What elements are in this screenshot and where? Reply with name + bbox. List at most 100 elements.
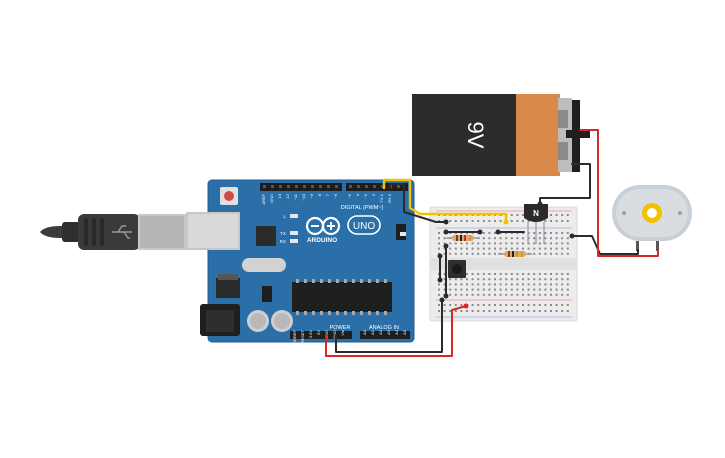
pin-label: 4: [355, 193, 360, 196]
resistor-1[interactable]: [446, 235, 480, 241]
breadboard-hole: [566, 252, 569, 255]
breadboard-hole: [449, 304, 452, 306]
breadboard-hole: [488, 310, 491, 312]
breadboard-hole: [494, 252, 496, 255]
wire-red: [579, 129, 659, 257]
breadboard-hole: [477, 252, 480, 255]
arduino-uno-board[interactable]: ARDUINO UNO DIGITAL (PWM~) POWER ANALOG …: [186, 179, 415, 343]
breadboard-hole: [477, 283, 480, 286]
digital-header-right[interactable]: [346, 183, 408, 191]
breadboard-hole: [538, 304, 541, 306]
breadboard-hole: [499, 220, 502, 222]
breadboard-hole: [499, 288, 502, 291]
breadboard-hole: [482, 252, 485, 255]
breadboard-hole: [466, 242, 468, 245]
wires[interactable]: [325, 129, 659, 357]
breadboard-hole: [561, 220, 564, 222]
breadboard-hole: [516, 247, 519, 250]
breadboard-hole: [544, 242, 547, 245]
usb-icon: [112, 225, 132, 239]
pin-label: AREF: [261, 193, 266, 204]
push-button[interactable]: [448, 260, 466, 278]
breadboard-hole: [443, 273, 446, 275]
dc-motor[interactable]: [612, 185, 692, 251]
resistor-2[interactable]: [498, 251, 532, 257]
breadboard-hole: [544, 293, 547, 296]
breadboard-hole: [555, 278, 558, 281]
breadboard-hole: [438, 310, 440, 312]
breadboard-hole: [544, 310, 547, 312]
breadboard-hole: [471, 304, 474, 306]
breadboard-hole: [527, 293, 530, 296]
arduino-logo: [305, 215, 381, 236]
breadboard-hole: [555, 252, 558, 255]
breadboard-hole: [533, 304, 536, 306]
breadboard-hole: [566, 304, 569, 306]
breadboard-hole: [561, 273, 564, 275]
breadboard-hole: [538, 278, 541, 281]
uno-badge: [347, 215, 381, 235]
breadboard-hole: [466, 220, 468, 222]
breadboard-hole: [443, 304, 446, 306]
pin-label: ~5: [347, 193, 352, 198]
breadboard-hole: [510, 247, 513, 250]
breadboard-hole: [482, 293, 485, 296]
breadboard-hole: [438, 283, 440, 286]
digital-header-left[interactable]: [260, 183, 342, 191]
breadboard-hole: [482, 242, 485, 245]
breadboard-hole: [488, 278, 491, 281]
breadboard-hole: [443, 242, 446, 245]
battery-label: 9V: [463, 122, 488, 149]
breadboard-hole: [449, 242, 452, 245]
pin-label: RESET: [300, 329, 305, 343]
breadboard-hole: [522, 310, 524, 312]
breadboard-hole: [522, 220, 524, 222]
arduino-logo-text: ARDUINO: [307, 237, 337, 244]
breadboard-hole: [443, 278, 446, 281]
power-header[interactable]: [290, 331, 352, 339]
breadboard-hole: [538, 273, 541, 275]
breadboard-hole: [544, 278, 547, 281]
breadboard-hole: [555, 293, 558, 296]
breadboard-hole: [466, 293, 468, 296]
breadboard-hole: [494, 304, 496, 306]
breadboard-hole: [510, 273, 513, 275]
voltage-regulator: [216, 278, 240, 298]
breadboard-hole: [454, 283, 457, 286]
breadboard-hole: [482, 278, 485, 281]
battery-9v[interactable]: 9V: [412, 94, 590, 176]
wire-black: [539, 163, 591, 205]
breadboard-hole: [522, 293, 524, 296]
npn-transistor[interactable]: N: [524, 204, 548, 244]
breadboard-hole: [443, 283, 446, 286]
breadboard-hole: [522, 273, 524, 275]
breadboard-hole: [555, 237, 558, 240]
breadboard-hole: [499, 310, 502, 312]
breadboard-hole: [533, 283, 536, 286]
usb-cable[interactable]: [40, 214, 186, 250]
breadboard-hole: [561, 252, 564, 255]
breadboard-hole: [505, 310, 508, 312]
breadboard-hole: [544, 220, 547, 222]
breadboard-hole: [460, 283, 463, 286]
breadboard-hole: [561, 214, 564, 216]
wire-black: [335, 299, 443, 353]
breadboard-hole: [438, 304, 440, 306]
breadboard-hole: [566, 273, 569, 275]
breadboard-hole: [527, 278, 530, 281]
breadboard-hole: [449, 288, 452, 291]
breadboard-hole: [522, 283, 524, 286]
breadboard-hole: [505, 304, 508, 306]
breadboard-hole: [477, 247, 480, 250]
pin-label: Vin: [340, 330, 345, 336]
breadboard-hole: [522, 242, 524, 245]
wire-yellow: [382, 178, 508, 224]
analog-header[interactable]: [360, 331, 410, 339]
breadboard-hole: [527, 310, 530, 312]
breadboard-hole: [477, 242, 480, 245]
led-l-label: L: [283, 214, 286, 219]
breadboard-hole: [533, 237, 536, 240]
breadboard-hole: [482, 288, 485, 291]
breadboard-hole: [482, 232, 485, 234]
